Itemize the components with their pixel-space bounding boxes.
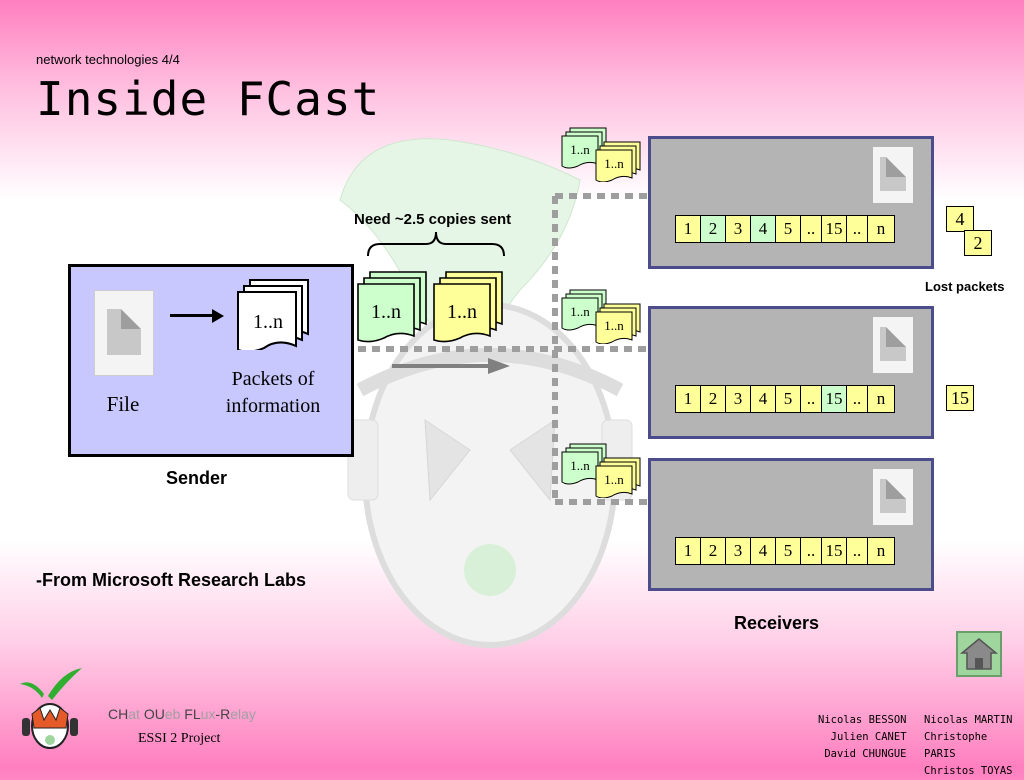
packet-cell: 5 [776, 216, 800, 242]
grey-arrow-icon [488, 358, 510, 374]
file-card [94, 290, 154, 376]
packet-cell: 2 [701, 216, 725, 242]
packet-cell: .. [847, 538, 867, 564]
svg-text:1..n: 1..n [570, 304, 590, 319]
document-icon [880, 157, 906, 191]
received-file-card [873, 469, 913, 525]
arrow-head [212, 309, 224, 323]
packet-cell: 3 [726, 386, 750, 412]
author: Christophe PARIS [924, 731, 988, 760]
svg-text:1..n: 1..n [604, 318, 624, 333]
small-stack-2: 1..n 1..n [561, 289, 641, 344]
slide-title: Inside FCast [36, 72, 381, 126]
svg-text:1..n: 1..n [604, 156, 624, 171]
mascot-logo [20, 668, 82, 749]
author: Christos TOYAS [924, 765, 1013, 777]
author: David CHUNGUE [824, 748, 907, 760]
author: Nicolas BESSON [818, 714, 907, 726]
small-stack-3: 1..n 1..n [561, 443, 641, 498]
copy-yellow-label: 1..n [447, 301, 477, 323]
document-icon [107, 309, 141, 355]
packets-caption-line1: Packets of [231, 368, 315, 390]
sender-label: Sender [166, 468, 228, 488]
packet-cell: n [868, 386, 894, 412]
receivers-label: Receivers [734, 613, 820, 633]
packet-cell: 2 [701, 538, 725, 564]
packet-cell: .. [847, 386, 867, 412]
received-file-card [873, 317, 913, 373]
lost-packet: 2 [964, 230, 992, 256]
author: Nicolas MARTIN [924, 714, 1013, 726]
need-copies-label: Need ~2.5 copies sent [354, 211, 512, 228]
copy-stack-green: 1..n [357, 271, 427, 343]
packet-cell: 4 [751, 216, 775, 242]
packets-stack: 1..n [237, 279, 309, 350]
lost-packets-label: Lost packets [925, 279, 1005, 294]
authors-right: Nicolas MARTIN Christophe PARIS Christos… [924, 712, 1024, 780]
home-button[interactable] [956, 631, 1002, 677]
packet-cell: 4 [751, 386, 775, 412]
packet-cell: n [868, 216, 894, 242]
packet-cell: 5 [776, 538, 800, 564]
watermark-logo [339, 138, 633, 648]
packets-caption: Packets of information [212, 366, 334, 420]
packet-cell: 3 [726, 216, 750, 242]
packet-cell: .. [847, 216, 867, 242]
slide-subtitle: network technologies 4/4 [36, 52, 180, 67]
small-stack-1: 1..n 1..n [561, 127, 641, 182]
authors-left: Nicolas BESSON Julien CANET David CHUNGU… [818, 712, 907, 763]
document-icon [880, 479, 906, 513]
source-note: -From Microsoft Research Labs [36, 570, 307, 590]
packet-cell: 15 [822, 538, 846, 564]
lost-packet: 15 [946, 385, 974, 411]
home-icon [959, 638, 999, 670]
packet-cell: 1 [676, 538, 700, 564]
packet-cell: n [868, 538, 894, 564]
copy-stack-yellow: 1..n [433, 271, 503, 343]
svg-text:1..n: 1..n [604, 472, 624, 487]
received-file-card [873, 147, 913, 203]
packets-caption-line2: information [225, 395, 321, 417]
document-icon [880, 327, 906, 361]
packet-cell: 15 [822, 216, 846, 242]
svg-text:1..n: 1..n [570, 142, 590, 157]
lost-packet: 4 [946, 206, 974, 232]
distribution-lines [358, 193, 648, 505]
packet-cell: 15 [822, 386, 846, 412]
svg-text:1..n: 1..n [570, 458, 590, 473]
packet-cell: 2 [701, 386, 725, 412]
packet-cell: 1 [676, 386, 700, 412]
packet-cell: 5 [776, 386, 800, 412]
packet-cell: 4 [751, 538, 775, 564]
packet-cell: 1 [676, 216, 700, 242]
packet-cell: .. [801, 538, 821, 564]
arrow-right-icon [170, 314, 214, 317]
packet-cell: .. [801, 386, 821, 412]
copy-green-label: 1..n [371, 301, 401, 323]
author: Julien CANET [830, 731, 907, 743]
packet-cell: .. [801, 216, 821, 242]
brace [367, 231, 505, 257]
packets-stack-label: 1..n [253, 311, 283, 333]
packet-cell: 3 [726, 538, 750, 564]
file-label: File [106, 392, 140, 416]
brand-name: CHat OUeb FLux-Relay [108, 706, 256, 722]
project-label: ESSI 2 Project [138, 731, 221, 746]
